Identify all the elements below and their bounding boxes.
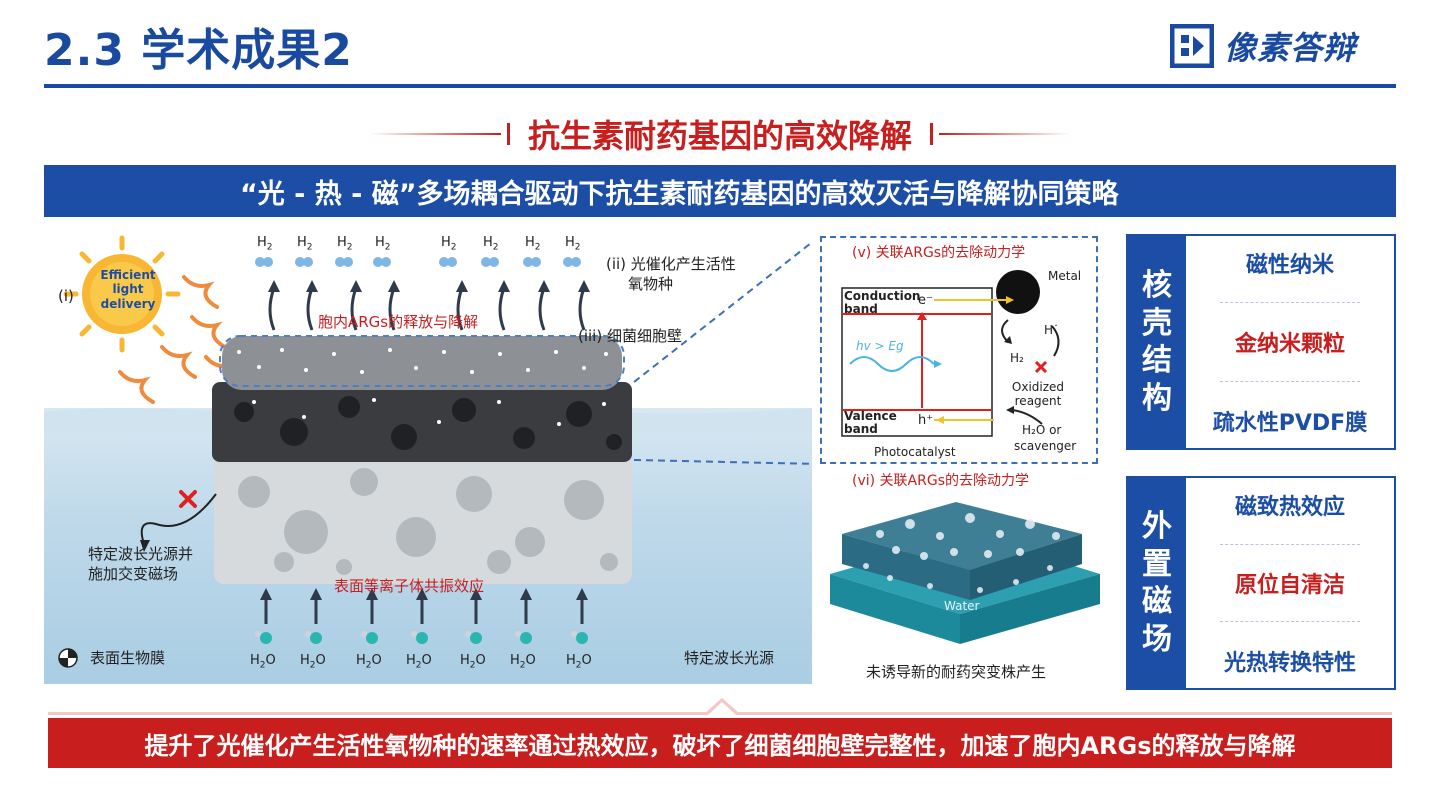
- external-field-panel: 外 置 磁 场 磁致热效应 原位自清洁 光热转换特性: [1126, 476, 1396, 690]
- h2o-label: H2O: [300, 653, 326, 671]
- h2o-molecules: [255, 631, 588, 644]
- heading-line-right: [939, 133, 1071, 135]
- core-divider: [1220, 380, 1360, 382]
- external-field-tag: 外 置 磁 场: [1128, 478, 1186, 688]
- external-field-items: 磁致热效应 原位自清洁 光热转换特性: [1186, 478, 1394, 688]
- callout-line-bottom: [633, 459, 812, 465]
- h2-molecules: [255, 257, 581, 267]
- section-heading: 抗生素耐药基因的高效降解: [370, 110, 1071, 158]
- oxidized-reagent-label: Oxidized reagent: [1011, 380, 1065, 409]
- h2-label: H2: [483, 235, 499, 253]
- core-shell-items: 磁性纳米 金纳米颗粒 疏水性PVDF膜: [1186, 236, 1394, 448]
- hole-label: h⁺: [918, 413, 934, 428]
- core-shell-panel: 核 壳 结 构 磁性纳米 金纳米颗粒 疏水性PVDF膜: [1126, 234, 1396, 450]
- section-heading-text: 抗生素耐药基因的高效降解: [528, 117, 913, 155]
- h2-gas-label: H₂: [1010, 351, 1024, 365]
- h2o-arrows: [264, 598, 584, 624]
- core-shell-tag: 核 壳 结 构: [1128, 236, 1186, 448]
- membrane-3d-image: [830, 502, 1100, 644]
- h2o-label: H2O: [356, 653, 382, 671]
- conclusion-block: 提升了光催化产生活性氧物种的速率通过热效应，破坏了细菌细胞壁完整性，加速了胞内A…: [48, 698, 1392, 768]
- h2-label: H2: [337, 235, 353, 253]
- source-pointer-arrowhead: [140, 540, 150, 552]
- page-title: 2.3 学术成果2: [44, 25, 353, 76]
- label-release: 胞内ARGs的释放与降解: [318, 313, 479, 331]
- h2o-or-label: H₂O or: [1022, 423, 1062, 437]
- metal-label: Metal: [1048, 269, 1082, 283]
- panel-vi-caption: 未诱导新的耐药突变株产生: [866, 663, 1047, 681]
- membrane-scene: Efficient light delivery (i) H2 H2 H2 H2…: [44, 232, 812, 684]
- sun-label: Efficient light delivery: [100, 268, 156, 311]
- sun-icon: [63, 235, 181, 353]
- h2-label: H2: [525, 235, 541, 253]
- biofilm-dots: [237, 348, 608, 426]
- h2-arrowheads: [268, 280, 590, 292]
- field-item: 原位自清洁: [1234, 572, 1345, 598]
- heading-line-left: [370, 133, 501, 135]
- heading-tick-left: [507, 123, 510, 145]
- label-iii: (iii) 细菌细胞壁: [578, 327, 682, 345]
- core-item: 磁性纳米: [1245, 253, 1334, 279]
- conduction-band-label: Conduction band: [844, 289, 921, 316]
- logo: 像素答辩: [1170, 20, 1400, 72]
- porous-support-layer: [214, 452, 632, 584]
- field-item: 光热转换特性: [1223, 650, 1356, 676]
- field-item: 磁致热效应: [1234, 495, 1345, 521]
- label-biofilm: 表面生物膜: [90, 649, 166, 667]
- kinetics-inset: (v) 关联ARGs的去除动力学 Conduction band Valence…: [820, 236, 1098, 464]
- h2-label: H2: [297, 235, 313, 253]
- strategy-banner: “光 - 热 - 磁”多场耦合驱动下抗生素耐药基因的高效灭活与降解协同策略: [44, 165, 1396, 217]
- valence-band-label: Valence band: [844, 409, 897, 436]
- source-pointer-line: [140, 493, 217, 545]
- water-label: Water: [944, 599, 980, 613]
- scene-graphic: [44, 235, 812, 668]
- h2o-label: H2O: [460, 653, 486, 671]
- core-item: 金纳米颗粒: [1234, 331, 1345, 357]
- field-divider: [1220, 621, 1360, 623]
- biofilm-layer: [219, 335, 625, 390]
- label-i: (i): [58, 287, 74, 305]
- inset-title: (v) 关联ARGs的去除动力学: [852, 245, 1026, 261]
- h2-label: H2: [565, 235, 581, 253]
- label-light: 特定波长光源: [684, 649, 775, 667]
- h2-label: H2: [375, 235, 391, 253]
- core-divider: [1220, 302, 1360, 304]
- core-item: 疏水性PVDF膜: [1212, 410, 1368, 436]
- label-ii: (ii) 光催化产生活性 氧物种: [606, 255, 736, 294]
- h2o-label: H2O: [510, 653, 536, 671]
- band-diagram: [841, 270, 1060, 437]
- h2-label: H2: [441, 235, 457, 253]
- conclusion-notch-inner: [708, 702, 736, 715]
- panel-vi-title: (vi) 关联ARGs的去除动力学: [852, 473, 1029, 489]
- photocatalyst-label: Photocatalyst: [874, 445, 956, 459]
- biofilm-legend-icon: [58, 648, 78, 668]
- field-divider: [1220, 543, 1360, 545]
- logo-mark-icon: [1170, 24, 1214, 68]
- electron-label: e⁻: [918, 293, 933, 308]
- h-radical-label: H˙: [1044, 323, 1060, 337]
- logo-text: 像素答辩: [1224, 29, 1357, 67]
- callout-line-top: [633, 241, 812, 383]
- scavenger-label: scavenger: [1014, 439, 1077, 453]
- photon-energy-label: hv > Eg: [856, 339, 904, 353]
- h2-label: H2: [257, 235, 273, 253]
- conclusion-banner: 提升了光催化产生活性氧物种的速率通过热效应，破坏了细菌细胞壁完整性，加速了胞内A…: [48, 718, 1392, 768]
- block-x-icon: [179, 490, 197, 508]
- h2o-arrowheads: [260, 588, 588, 600]
- label-plasmon: 表面等离子体共振效应: [334, 577, 485, 595]
- label-source: 特定波长光源并 施加交变磁场: [88, 545, 194, 584]
- h2o-label: H2O: [566, 653, 592, 671]
- h2o-label: H2O: [250, 653, 276, 671]
- h2o-label: H2O: [406, 653, 432, 671]
- heading-tick-right: [930, 123, 934, 145]
- header-rule: [44, 84, 1396, 88]
- dark-catalyst-layer: [212, 382, 632, 462]
